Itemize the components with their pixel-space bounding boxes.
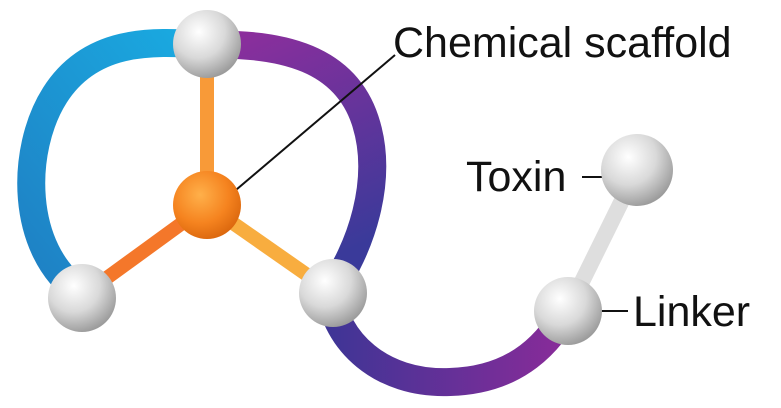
linker-node-icon [534,277,602,345]
label-linker: Linker [633,288,750,336]
label-toxin: Toxin [466,153,566,201]
linker-arc [316,289,581,397]
scaffold-loop-left [17,28,207,304]
right-node-icon [299,259,367,327]
label-chemical-scaffold: Chemical scaffold [393,19,732,67]
scaffold-loop-right [204,30,387,301]
top-node-icon [173,10,241,78]
toxin-node-icon [601,134,673,206]
left-node-icon [48,264,116,332]
center-node-icon [173,171,241,239]
scaffold-leader-line [229,54,396,196]
